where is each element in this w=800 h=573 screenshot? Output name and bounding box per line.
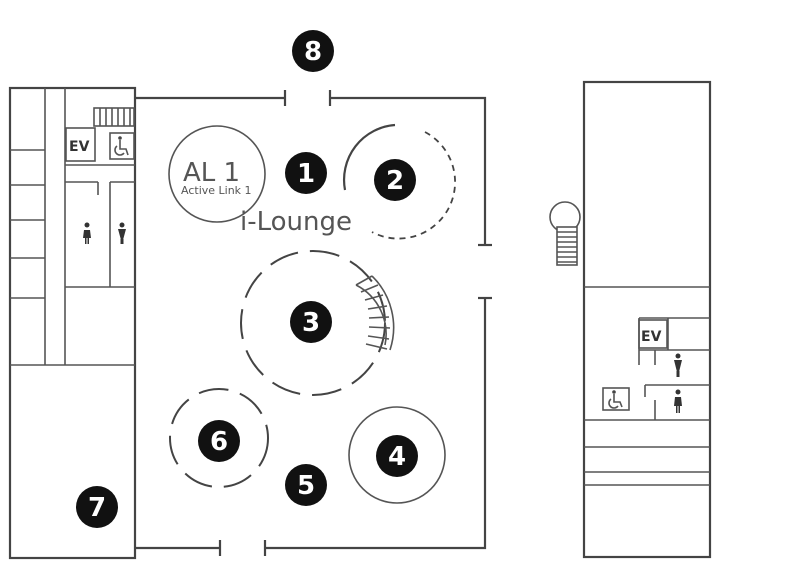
al1-subtitle: Active Link 1 [181, 184, 252, 197]
male-restroom-icon [118, 222, 126, 244]
zone-label: 1 [297, 159, 315, 189]
elevator-label-left: EV [69, 139, 90, 155]
zone-marker-2[interactable]: 2 [374, 159, 416, 201]
main-hall-walls [135, 90, 492, 556]
elevator-icon: EV [65, 127, 96, 162]
zone-label: 4 [388, 442, 406, 472]
al1-title: AL 1 [183, 158, 240, 188]
zone-marker-3[interactable]: 3 [290, 301, 332, 343]
zone-label: 7 [88, 493, 106, 523]
zone-marker-8[interactable]: 8 [292, 30, 334, 72]
al1-zone: AL 1 Active Link 1 [168, 125, 266, 223]
zone-label: 5 [297, 471, 315, 501]
male-restroom-icon [674, 353, 682, 377]
zone-marker-4[interactable]: 4 [376, 435, 418, 477]
female-restroom-icon [83, 222, 91, 244]
stairs-icon [93, 107, 135, 127]
zone-marker-6[interactable]: 6 [198, 420, 240, 462]
zone-label: 3 [302, 308, 320, 338]
female-restroom-icon [674, 389, 682, 413]
lounge-name: i-Lounge [240, 207, 352, 237]
zone-2-outline-dashed [371, 131, 456, 240]
left-building: EV [8, 86, 137, 560]
zone-4-outline [348, 406, 446, 504]
elevator-label-right: EV [641, 329, 662, 345]
zone-marker-7[interactable]: 7 [76, 486, 118, 528]
elevator-icon: EV [638, 319, 668, 349]
zone-2-outline [342, 123, 396, 191]
stairs-icon [549, 201, 581, 266]
zone-marker-1[interactable]: 1 [285, 152, 327, 194]
wheelchair-icon [109, 132, 135, 160]
zone-label: 2 [386, 166, 404, 196]
zone-label: 8 [304, 37, 322, 67]
zone-label: 6 [210, 427, 228, 457]
wheelchair-icon [602, 387, 630, 411]
right-building: EV [582, 80, 712, 559]
zone-marker-5[interactable]: 5 [285, 464, 327, 506]
zone-6-outline [169, 388, 269, 488]
spiral-stairs-icon [355, 275, 395, 351]
